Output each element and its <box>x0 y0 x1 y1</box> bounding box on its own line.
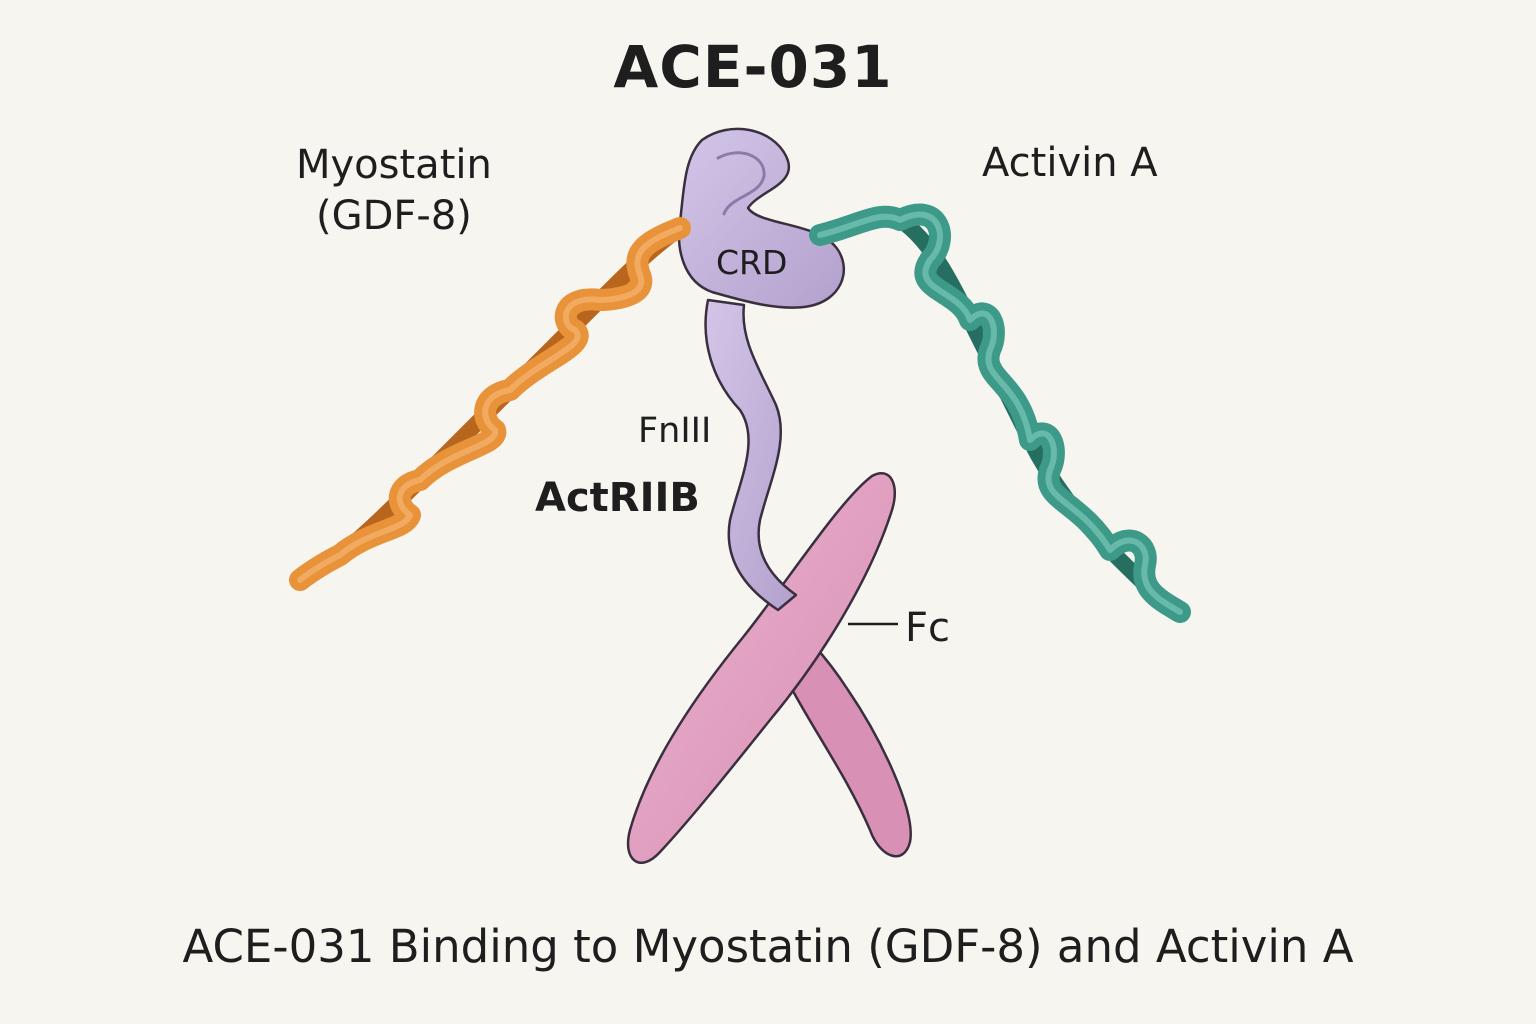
fc-domain <box>626 472 912 864</box>
crd-fold <box>716 151 766 216</box>
myostatin-label: Myostatin (GDF-8) <box>296 140 492 242</box>
actriib-stalk <box>704 298 798 612</box>
myostatin-helix <box>289 217 691 591</box>
actriib-receptor <box>677 127 846 612</box>
diagram-title: ACE-031 <box>613 33 893 101</box>
fniii-label: FnIII <box>638 411 712 451</box>
fc-label: Fc <box>905 605 950 651</box>
myostatin-helix-highlight <box>297 225 683 583</box>
myostatin-label-line2: (GDF-8) <box>315 192 472 239</box>
activin-helix-highlight <box>817 211 1183 615</box>
crd-label: CRD <box>716 243 788 282</box>
actriib-label: ActRIIB <box>535 475 700 521</box>
diagram-caption: ACE-031 Binding to Myostatin (GDF-8) and… <box>182 920 1354 973</box>
activin-label: Activin A <box>982 140 1158 186</box>
fc-front-arm <box>626 472 897 864</box>
myostatin-label-line1: Myostatin <box>296 142 492 188</box>
activin-helix <box>809 203 1191 623</box>
